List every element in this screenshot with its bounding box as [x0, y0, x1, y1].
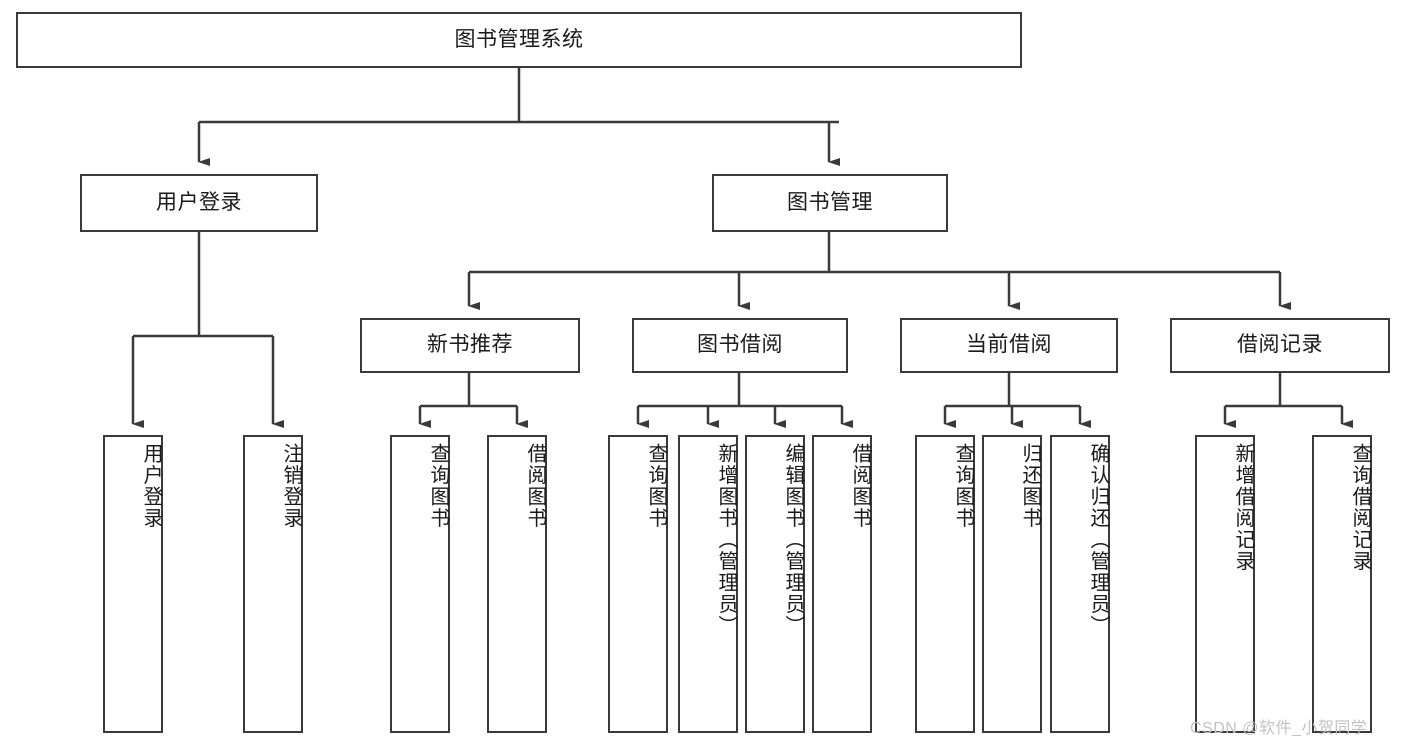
- node-book-management[interactable]: 图书管理: [712, 174, 948, 232]
- node-book-management-label: 图书管理: [787, 190, 873, 214]
- node-leaf-logout-label: 注销登录: [280, 443, 302, 529]
- node-leaf-query-borrow-record[interactable]: 查询借阅记录: [1312, 435, 1372, 733]
- node-leaf-edit-book-admin-label: 编辑图书（管理员）: [782, 443, 804, 637]
- node-user-login[interactable]: 用户登录: [80, 174, 318, 232]
- node-root-label: 图书管理系统: [454, 27, 584, 51]
- node-leaf-query-borrow-record-label: 查询借阅记录: [1349, 443, 1371, 572]
- node-leaf-borrow-book-recommend[interactable]: 借阅图书: [487, 435, 547, 733]
- node-leaf-add-borrow-record[interactable]: 新增借阅记录: [1195, 435, 1255, 733]
- node-leaf-return-book[interactable]: 归还图书: [982, 435, 1042, 733]
- node-leaf-add-borrow-record-label: 新增借阅记录: [1232, 443, 1254, 572]
- node-borrow-record[interactable]: 借阅记录: [1170, 318, 1390, 373]
- node-leaf-query-book-borrow[interactable]: 查询图书: [608, 435, 668, 733]
- node-leaf-borrow-book-recommend-label: 借阅图书: [524, 443, 546, 529]
- node-current-borrow-label: 当前借阅: [966, 333, 1052, 357]
- node-book-borrow-label: 图书借阅: [697, 333, 783, 357]
- node-new-book-recommend[interactable]: 新书推荐: [360, 318, 580, 373]
- node-leaf-user-login-label: 用户登录: [140, 443, 162, 529]
- node-leaf-user-login[interactable]: 用户登录: [103, 435, 163, 733]
- node-leaf-query-book-recommend-label: 查询图书: [427, 443, 449, 529]
- node-leaf-query-book-borrow-label: 查询图书: [645, 443, 667, 529]
- node-leaf-query-book-recommend[interactable]: 查询图书: [390, 435, 450, 733]
- node-new-book-recommend-label: 新书推荐: [427, 333, 513, 357]
- node-leaf-query-book-current[interactable]: 查询图书: [915, 435, 975, 733]
- node-leaf-edit-book-admin[interactable]: 编辑图书（管理员）: [745, 435, 805, 733]
- node-leaf-add-book-admin-label: 新增图书（管理员）: [715, 443, 737, 637]
- node-borrow-record-label: 借阅记录: [1237, 333, 1323, 357]
- node-leaf-logout[interactable]: 注销登录: [243, 435, 303, 733]
- node-leaf-borrow-book-label: 借阅图书: [849, 443, 871, 529]
- node-leaf-return-book-label: 归还图书: [1019, 443, 1041, 529]
- node-leaf-confirm-return-admin[interactable]: 确认归还（管理员）: [1050, 435, 1110, 733]
- node-leaf-borrow-book[interactable]: 借阅图书: [812, 435, 872, 733]
- node-leaf-confirm-return-admin-label: 确认归还（管理员）: [1087, 443, 1109, 637]
- node-current-borrow[interactable]: 当前借阅: [900, 318, 1118, 373]
- node-book-borrow[interactable]: 图书借阅: [632, 318, 848, 373]
- node-root-book-management-system[interactable]: 图书管理系统: [16, 12, 1022, 68]
- node-user-login-label: 用户登录: [156, 190, 242, 214]
- node-leaf-add-book-admin[interactable]: 新增图书（管理员）: [678, 435, 738, 733]
- node-leaf-query-book-current-label: 查询图书: [952, 443, 974, 529]
